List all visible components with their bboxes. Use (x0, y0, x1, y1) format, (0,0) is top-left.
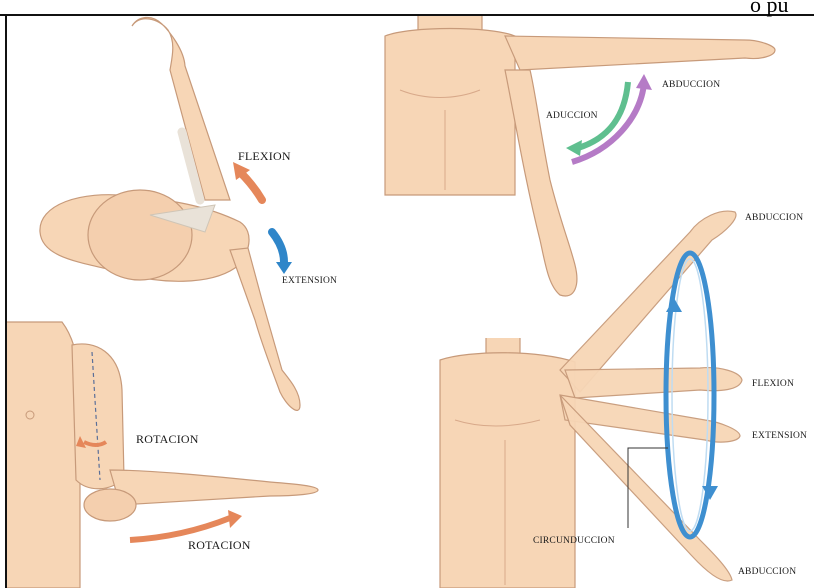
head-top-view (88, 190, 192, 280)
abduccion-label: ABDUCCION (662, 81, 720, 91)
lowered-arm (230, 248, 300, 410)
forearm (110, 470, 318, 505)
flexion-arrow (240, 172, 262, 200)
aduccion-label: ADUCCION (546, 112, 598, 122)
header-text-fragment: o pu (750, 0, 789, 16)
circ-abduccion-bottom-label: ABDUCCION (738, 568, 796, 578)
horizontal-arm (505, 36, 775, 70)
bottom-rotation-arrow (130, 518, 230, 540)
circunduccion-panel (440, 211, 742, 588)
rotacion-upper-label: ROTACION (136, 433, 199, 445)
circ-abduccion-top-label: ABDUCCION (745, 214, 803, 224)
upper-arm (72, 344, 124, 489)
circunduccion-label: CIRCUNDUCCION (533, 537, 615, 547)
ring-arrow-up (666, 298, 682, 312)
circ-flexion-label: FLEXION (752, 380, 794, 390)
extension-arrow (272, 232, 284, 262)
torso-front-2 (440, 353, 575, 588)
top-border (0, 14, 814, 16)
hanging-arm (505, 70, 577, 296)
fist (84, 489, 136, 521)
left-border (5, 14, 7, 588)
flexion-label: FLEXION (238, 150, 291, 162)
raised-arm (132, 17, 230, 200)
torso-side (6, 322, 80, 588)
abduccion-aduccion-panel (385, 16, 775, 296)
circ-extension-label: EXTENSION (752, 432, 807, 442)
circumduction-ring (666, 253, 714, 537)
extension-label: EXTENSION (282, 277, 337, 287)
rotacion-lower-label: ROTACION (188, 539, 251, 551)
abduccion-arrow (572, 84, 644, 162)
torso-front (385, 29, 515, 196)
